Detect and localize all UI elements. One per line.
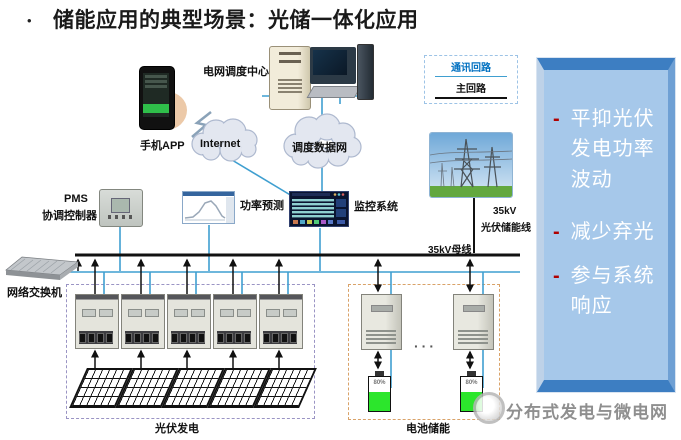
network-switch-icon	[1, 252, 80, 284]
power-forecast-label: 功率预测	[240, 200, 284, 212]
watermark-logo-icon	[473, 392, 505, 424]
pms-controller-icon	[99, 189, 143, 227]
legend-comm-label: 通讯回路	[451, 63, 491, 74]
pcs-cabinet-icon	[453, 294, 494, 350]
wireless-link-icon	[191, 111, 212, 138]
pv-inverter	[259, 294, 303, 349]
battery-soc-label: 80%	[465, 380, 478, 386]
legend-main-label: 主回路	[456, 84, 486, 95]
dispatch-data-net-label: 调度数据网	[292, 142, 347, 154]
pv-inverter	[121, 294, 165, 349]
transmission-tower-photo	[429, 132, 513, 198]
benefits-panel: - 平抑光伏发电功率波动 - 减少弃光 - 参与系统响应	[537, 58, 675, 392]
pms-name-label: 协调控制器	[42, 210, 97, 222]
line-legend: 通讯回路 主回路	[424, 55, 518, 104]
pv-line-kv-label: 35kV	[493, 206, 517, 217]
desktop-computer-icon	[306, 44, 374, 104]
battery-storage-area	[348, 284, 500, 420]
server-icon	[269, 46, 311, 110]
page-title: 储能应用的典型场景：光储一体化应用	[53, 9, 419, 32]
legend-comm-line	[435, 76, 507, 77]
pv-area-label: 光伏发电	[155, 423, 199, 435]
benefit-text: 参与系统响应	[570, 264, 655, 317]
internet-label: Internet	[200, 138, 241, 150]
bullet-dash-marker: -	[553, 108, 560, 130]
battery-area-label: 电池储能	[406, 423, 450, 435]
battery-icon: 80%	[368, 371, 391, 412]
legend-main-line	[435, 97, 507, 99]
battery-soc-label: 80%	[373, 380, 386, 386]
benefit-text: 平抑光伏发电功率波动	[570, 108, 655, 191]
mobile-phone-icon	[133, 66, 187, 136]
bullet-dash-marker: -	[553, 264, 560, 287]
pv-line-name-label: 光伏储能线	[481, 223, 531, 234]
bus-label: 35kV母线	[428, 245, 472, 256]
benefit-text: 减少弃光	[570, 221, 655, 244]
benefit-item: - 平抑光伏发电功率波动	[553, 104, 668, 195]
dispatch-center-label: 电网调度中心	[203, 66, 269, 78]
phone-app-label: 手机APP	[140, 140, 185, 152]
network-switch-label: 网络交换机	[7, 287, 62, 299]
monitoring-label: 监控系统	[354, 201, 398, 213]
ellipsis-more-units: ···	[414, 338, 437, 354]
watermark-text: 分布式发电与微电网	[506, 403, 668, 422]
pv-inverter	[167, 294, 211, 349]
benefit-item: - 参与系统响应	[553, 261, 668, 322]
pv-inverter	[75, 294, 119, 349]
bullet-dash-marker: -	[553, 221, 560, 244]
pv-generation-area	[66, 284, 315, 419]
pms-abbr-label: PMS	[64, 193, 88, 205]
title-bullet: •	[27, 13, 32, 28]
pv-inverter	[213, 294, 257, 349]
power-forecast-chart-icon	[182, 191, 235, 224]
pcs-cabinet-icon	[361, 294, 402, 350]
benefit-item: - 减少弃光	[553, 217, 668, 247]
monitoring-screen-icon	[289, 191, 349, 227]
